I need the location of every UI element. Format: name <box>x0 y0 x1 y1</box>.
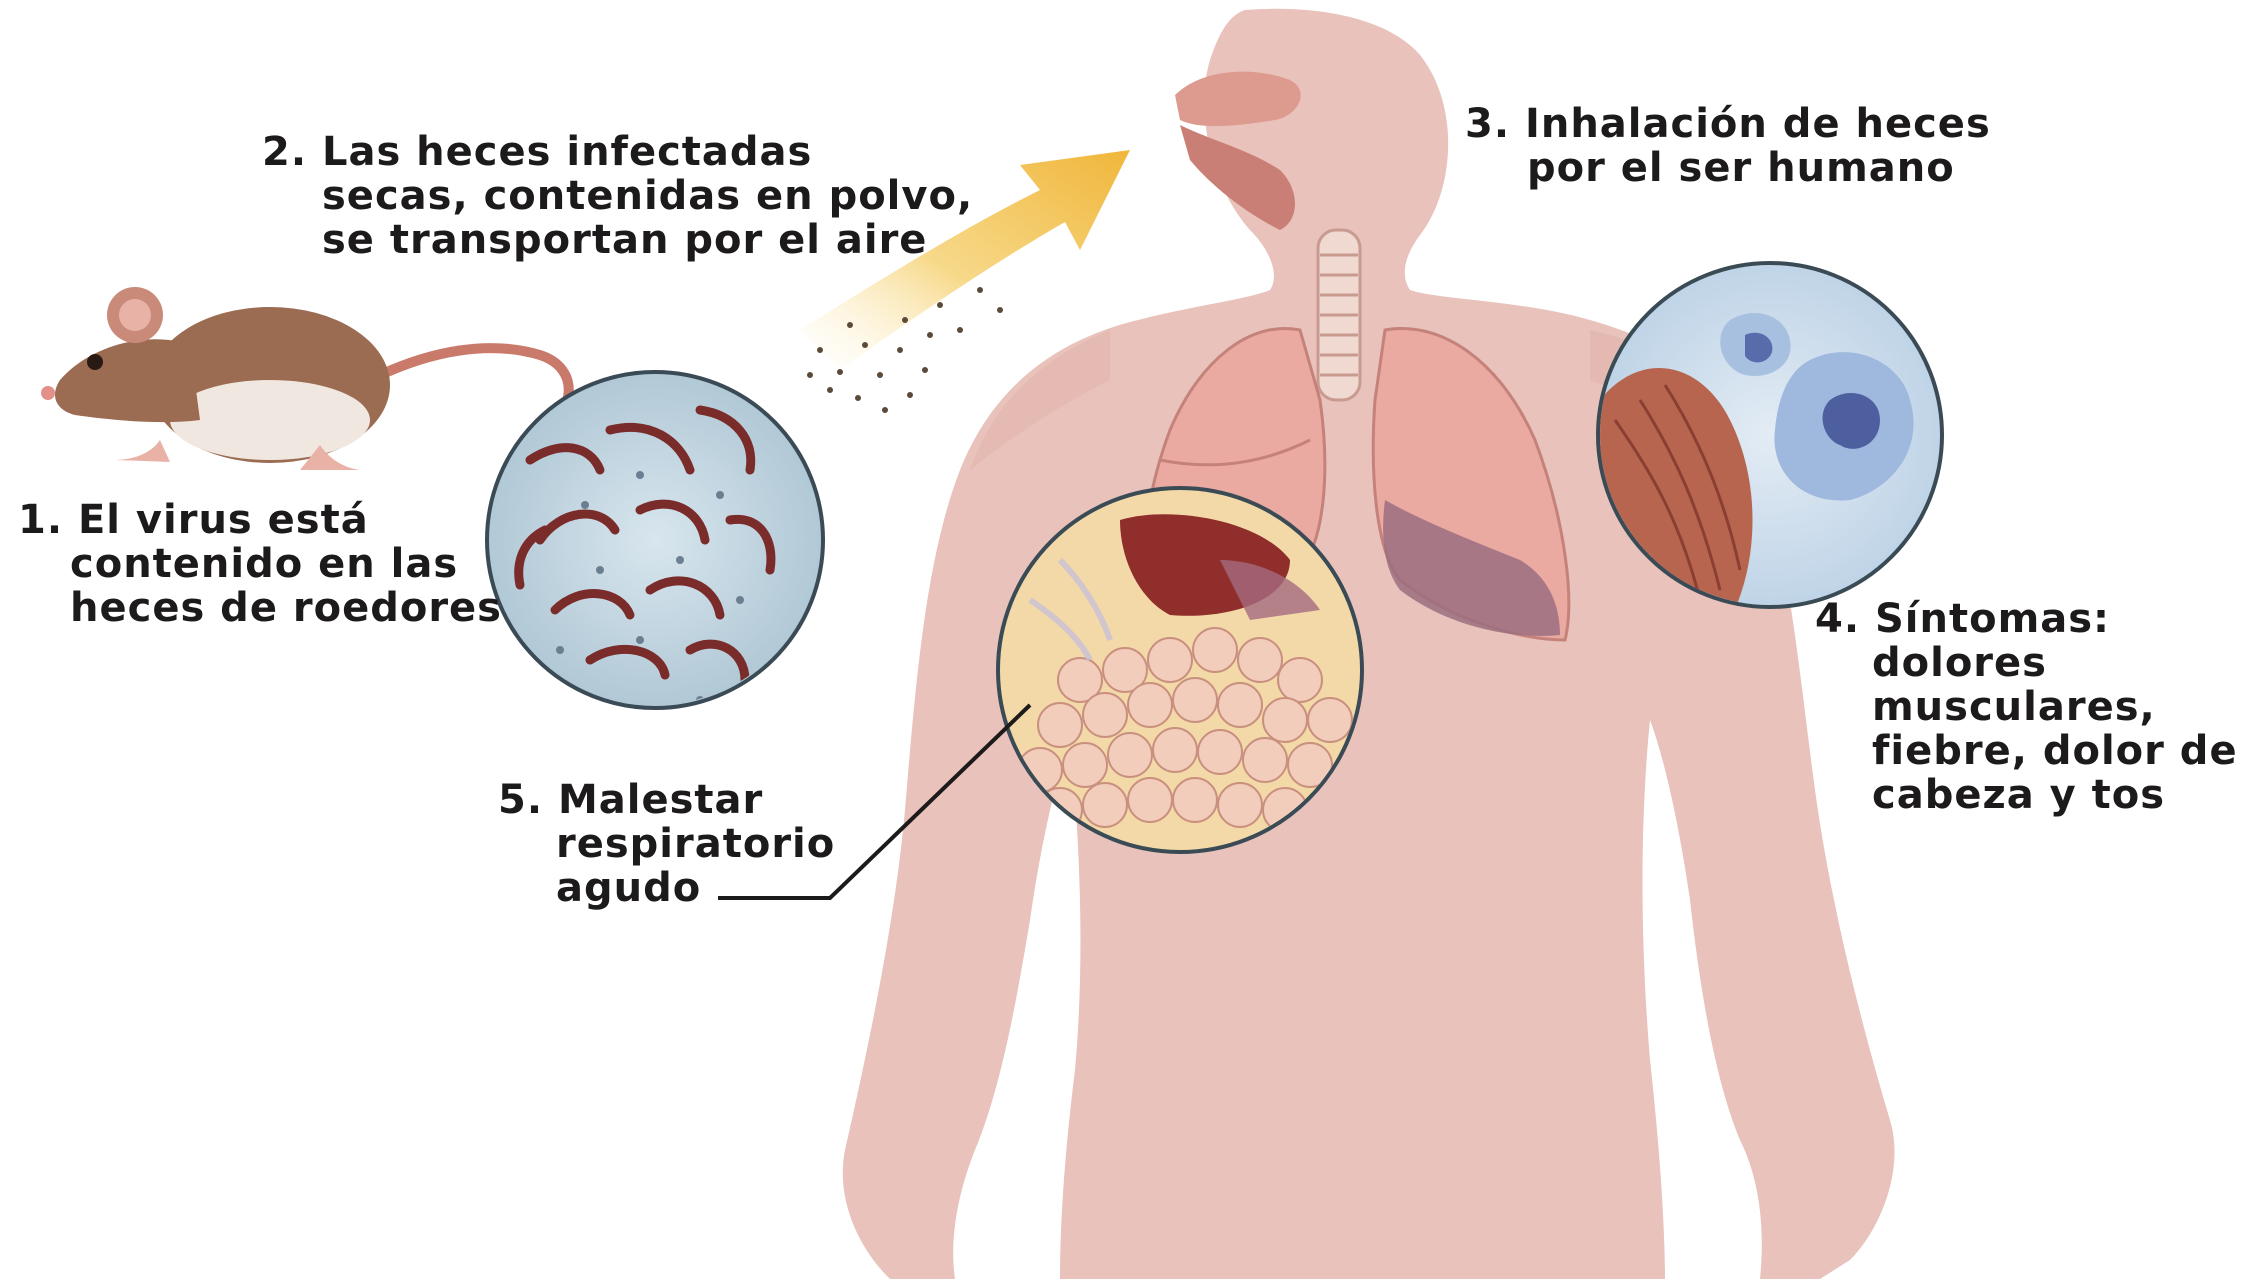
step-1-label: 1. El virus está contenido en las heces … <box>18 498 502 630</box>
step-5-line-2: respiratorio <box>498 822 835 866</box>
step-2-line-3: se transportan por el aire <box>262 218 973 262</box>
step-4-line-2: dolores <box>1815 641 2238 685</box>
alveoli-lens <box>998 488 1362 852</box>
virus-lens <box>487 372 823 708</box>
step-4-line-4: fiebre, dolor de <box>1815 729 2238 773</box>
step-4-line-1: Síntomas: <box>1875 596 2110 642</box>
rodent <box>41 287 569 470</box>
step-5-label: 5. Malestar respiratorio agudo <box>498 778 835 910</box>
step-3-line-2: por el ser humano <box>1465 146 1991 190</box>
step-2-label: 2. Las heces infectadas secas, contenida… <box>262 130 973 262</box>
step-2-line-1: Las heces infectadas <box>322 129 812 175</box>
step-5-number: 5. <box>498 778 543 822</box>
step-4-line-3: musculares, <box>1815 685 2238 729</box>
step-5-line-3: agudo <box>498 866 835 910</box>
step-3-label: 3. Inhalación de heces por el ser humano <box>1465 102 1991 190</box>
step-1-line-2: contenido en las <box>18 542 502 586</box>
step-4-number: 4. <box>1815 597 1860 641</box>
step-1-number: 1. <box>18 498 63 542</box>
step-1-line-1: El virus está <box>78 497 369 543</box>
step-1-line-3: heces de roedores <box>18 586 502 630</box>
step-2-number: 2. <box>262 130 307 174</box>
step-3-number: 3. <box>1465 102 1510 146</box>
trachea <box>1318 230 1360 400</box>
step-3-line-1: Inhalación de heces <box>1525 101 1991 147</box>
step-5-line-1: Malestar <box>558 777 763 823</box>
step-4-line-5: cabeza y tos <box>1815 773 2238 817</box>
step-2-line-2: secas, contenidas en polvo, <box>262 174 973 218</box>
step-4-label: 4. Síntomas: dolores musculares, fiebre,… <box>1815 597 2238 817</box>
